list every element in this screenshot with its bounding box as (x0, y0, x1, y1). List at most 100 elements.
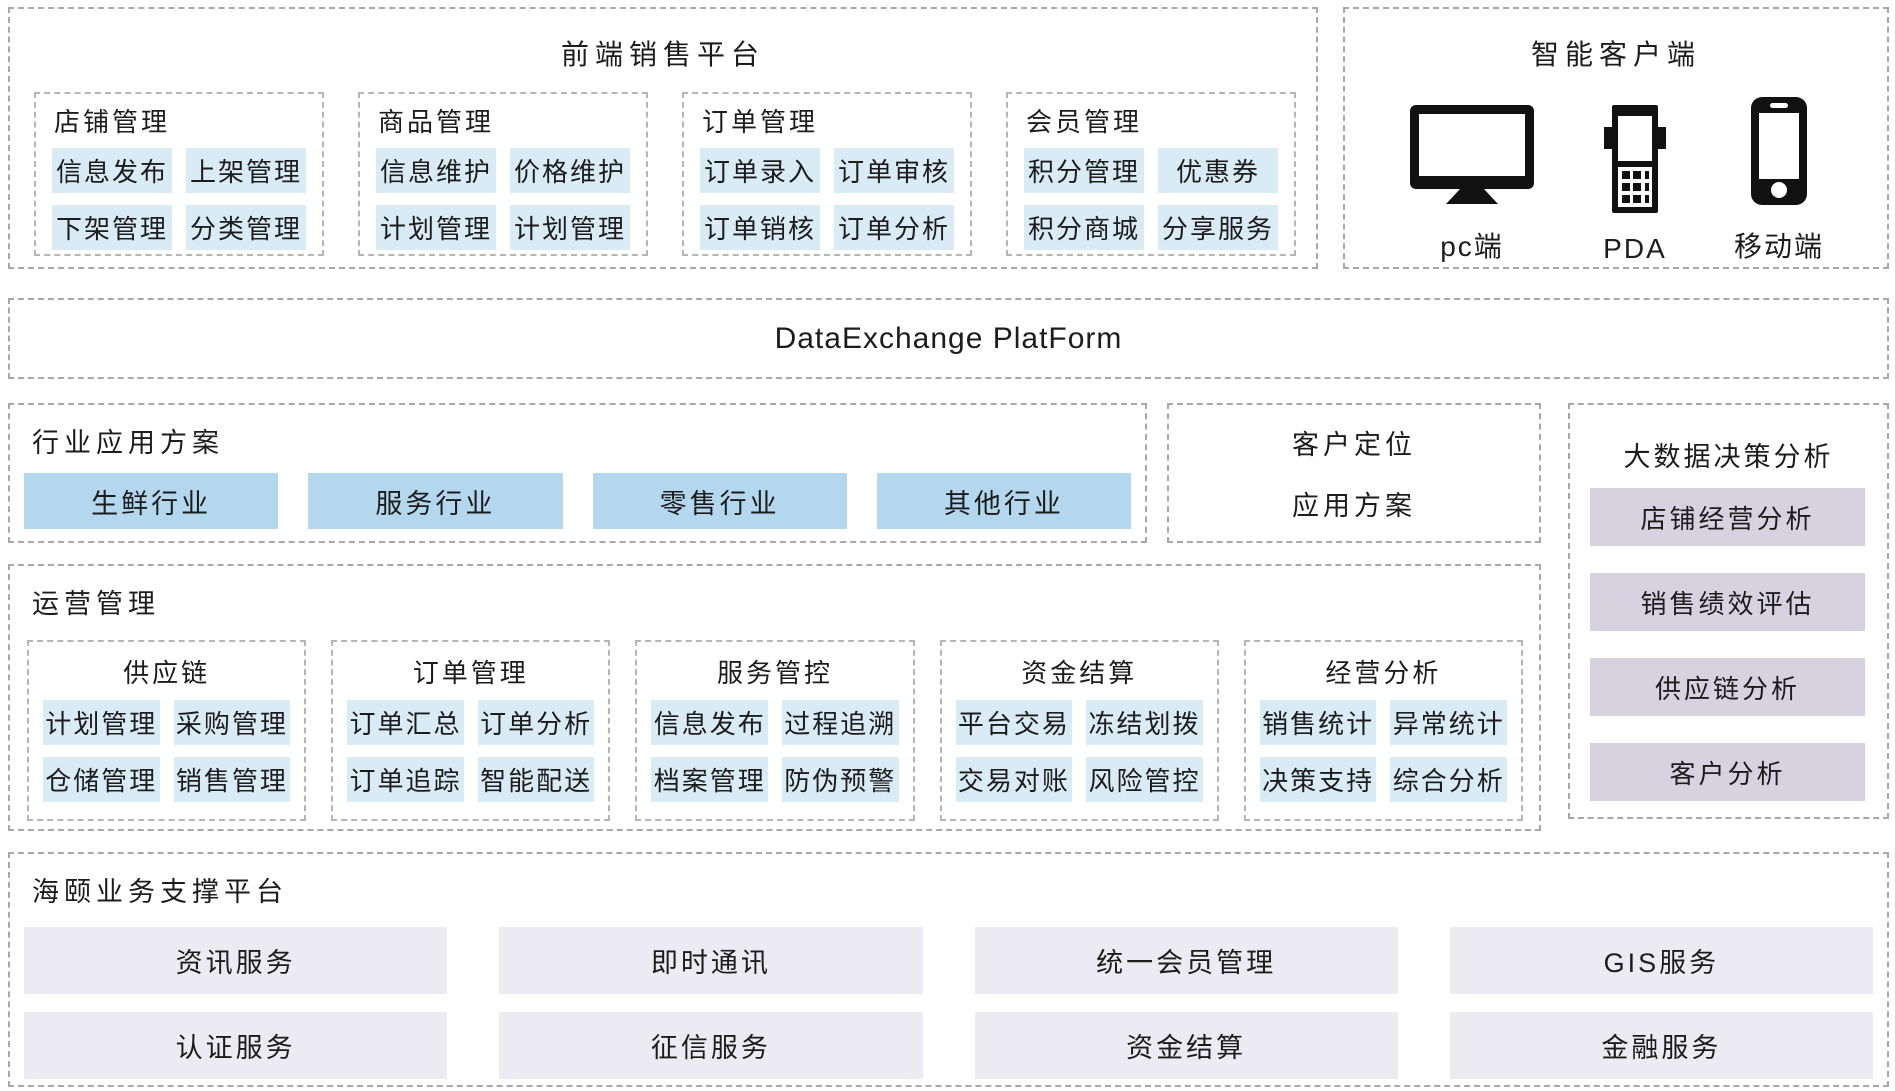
module-chip: 销售统计 (1259, 700, 1377, 745)
customer-positioning-section: 客户定位 应用方案 (1167, 403, 1541, 543)
module-chip: 订单录入 (700, 148, 820, 193)
module-group-title: 服务管控 (717, 658, 834, 688)
device-label: 移动端 (1733, 231, 1824, 262)
module-group-title: 商品管理 (378, 107, 495, 137)
module-group-title: 店铺管理 (54, 107, 171, 137)
module-group-title: 订单管理 (412, 658, 529, 688)
bigdata-section-title: 大数据决策分析 (1623, 442, 1834, 472)
device-label: pc端 (1440, 231, 1504, 262)
module-group-grid: 平台交易冻结划拨交易对账风险管控 (955, 700, 1203, 802)
device: 移动端 (1734, 95, 1824, 265)
module-group: 经营分析销售统计异常统计决策支持综合分析 (1243, 640, 1524, 821)
bigdata-analysis-section: 大数据决策分析 店铺经营分析销售绩效评估供应链分析客户分析 (1568, 403, 1889, 819)
module-chip: 交易对账 (955, 757, 1073, 802)
support-chip: 资金结算 (974, 1012, 1398, 1079)
industry-chips: 生鲜行业服务行业零售行业其他行业 (24, 473, 1131, 529)
module-chip: 订单审核 (834, 148, 954, 193)
operations-groups: 供应链计划管理采购管理仓储管理销售管理订单管理订单汇总订单分析订单追踪智能配送服… (27, 640, 1524, 821)
module-group: 商品管理信息维护价格维护计划管理计划管理 (358, 92, 648, 256)
bigdata-chip: 店铺经营分析 (1590, 488, 1865, 546)
module-chip: 优惠券 (1158, 148, 1278, 193)
module-group-grid: 计划管理采购管理仓储管理销售管理 (43, 700, 291, 802)
module-chip: 价格维护 (510, 148, 630, 193)
support-chip: 资讯服务 (24, 927, 448, 994)
module-chip: 冻结划拨 (1086, 700, 1203, 745)
module-chip: 防伪预警 (782, 757, 899, 802)
pda-icon (1602, 103, 1668, 215)
module-chip: 订单分析 (834, 205, 954, 250)
module-chip: 过程追溯 (782, 700, 899, 745)
frontend-groups: 店铺管理信息发布上架管理下架管理分类管理商品管理信息维护价格维护计划管理计划管理… (34, 92, 1296, 256)
module-chip: 下架管理 (52, 205, 172, 250)
module-group: 订单管理订单汇总订单分析订单追踪智能配送 (331, 640, 611, 821)
bigdata-chip: 供应链分析 (1590, 658, 1865, 716)
device: PDA (1602, 103, 1668, 265)
module-chip: 信息发布 (651, 700, 768, 745)
smart-client-title: 智能客户端 (1530, 39, 1701, 70)
module-chip: 上架管理 (186, 148, 306, 193)
module-chip: 决策支持 (1259, 757, 1377, 802)
module-group-title: 经营分析 (1325, 658, 1442, 688)
support-chip: 征信服务 (499, 1012, 923, 1079)
device: pc端 (1408, 103, 1536, 265)
support-chip: 认证服务 (24, 1012, 448, 1079)
module-chip: 异常统计 (1390, 700, 1508, 745)
module-chip: 积分商城 (1024, 205, 1144, 250)
industry-chip: 生鲜行业 (24, 473, 279, 529)
module-group-grid: 订单录入订单审核订单销核订单分析 (700, 148, 954, 250)
module-group-title: 资金结算 (1021, 658, 1138, 688)
bigdata-chips: 店铺经营分析销售绩效评估供应链分析客户分析 (1590, 488, 1865, 828)
module-group-title: 会员管理 (1026, 107, 1143, 137)
customer-positioning-line1: 客户定位 (1292, 430, 1416, 460)
module-chip: 订单销核 (700, 205, 820, 250)
module-chip: 档案管理 (651, 757, 768, 802)
module-chip: 智能配送 (477, 757, 595, 802)
monitor-icon (1408, 103, 1536, 207)
industry-chip: 零售行业 (592, 473, 847, 529)
module-group-grid: 信息发布上架管理下架管理分类管理 (52, 148, 306, 250)
module-chip: 计划管理 (376, 205, 496, 250)
module-chip: 平台交易 (955, 700, 1073, 745)
module-group: 资金结算平台交易冻结划拨交易对账风险管控 (939, 640, 1219, 821)
module-group-grid: 销售统计异常统计决策支持综合分析 (1259, 700, 1508, 802)
frontend-sales-platform-section: 前端销售平台 店铺管理信息发布上架管理下架管理分类管理商品管理信息维护价格维护计… (8, 7, 1318, 269)
smart-client-devices: pc端 PDA 移动端 (1345, 95, 1887, 265)
module-group-title: 供应链 (123, 658, 211, 688)
module-chip: 分类管理 (186, 205, 306, 250)
module-chip: 订单分析 (477, 700, 595, 745)
support-chip: 即时通讯 (499, 927, 923, 994)
module-chip: 计划管理 (43, 700, 160, 745)
module-chip: 积分管理 (1024, 148, 1144, 193)
module-group: 服务管控信息发布过程追溯档案管理防伪预警 (635, 640, 915, 821)
module-chip: 综合分析 (1390, 757, 1508, 802)
industry-chip: 其他行业 (876, 473, 1131, 529)
module-chip: 计划管理 (510, 205, 630, 250)
module-group: 供应链计划管理采购管理仓储管理销售管理 (27, 640, 307, 821)
module-chip: 订单汇总 (347, 700, 464, 745)
module-chip: 信息发布 (52, 148, 172, 193)
module-group-grid: 订单汇总订单分析订单追踪智能配送 (347, 700, 595, 802)
bigdata-chip: 客户分析 (1590, 743, 1865, 801)
module-chip: 风险管控 (1086, 757, 1203, 802)
operations-section-title: 运营管理 (32, 589, 160, 619)
device-label: PDA (1603, 233, 1667, 264)
data-exchange-band: DataExchange PlatForm (8, 298, 1889, 379)
module-group: 店铺管理信息发布上架管理下架管理分类管理 (34, 92, 324, 256)
module-group-grid: 信息维护价格维护计划管理计划管理 (376, 148, 630, 250)
module-group: 订单管理订单录入订单审核订单销核订单分析 (682, 92, 972, 256)
module-chip: 订单追踪 (347, 757, 464, 802)
support-chip: 统一会员管理 (974, 927, 1398, 994)
module-chip: 仓储管理 (43, 757, 160, 802)
data-exchange-title: DataExchange PlatForm (774, 321, 1123, 355)
module-group-grid: 信息发布过程追溯档案管理防伪预警 (651, 700, 899, 802)
bigdata-chip: 销售绩效评估 (1590, 573, 1865, 631)
module-group: 会员管理积分管理优惠券积分商城分享服务 (1006, 92, 1296, 256)
frontend-section-title: 前端销售平台 (560, 39, 765, 70)
module-group-title: 订单管理 (702, 107, 819, 137)
module-chip: 销售管理 (173, 757, 291, 802)
customer-positioning-line2: 应用方案 (1292, 491, 1416, 521)
module-group-grid: 积分管理优惠券积分商城分享服务 (1024, 148, 1278, 250)
support-section-title: 海颐业务支撑平台 (32, 877, 288, 907)
